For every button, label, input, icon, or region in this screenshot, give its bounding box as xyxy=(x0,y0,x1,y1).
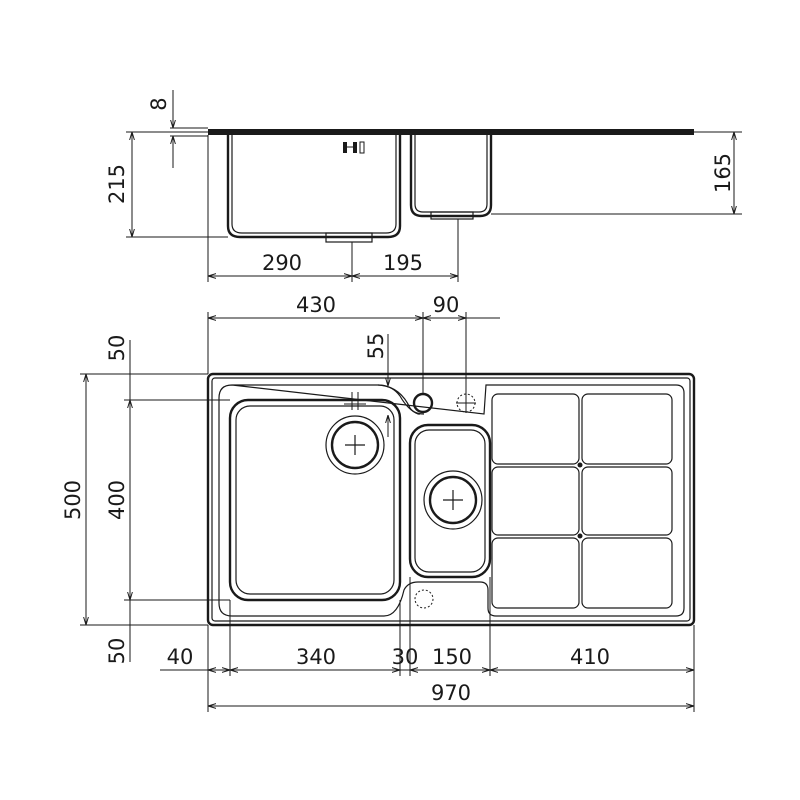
dim-tap-hole-offset: 430 xyxy=(296,293,336,317)
side-rim xyxy=(208,129,694,135)
dim-left-margin: 40 xyxy=(167,645,194,669)
optional-tap-hole-icon xyxy=(456,393,476,413)
dim-overall-width: 970 xyxy=(431,681,471,705)
dim-back-margin: 50 xyxy=(105,335,129,362)
dim-bowl-gap: 30 xyxy=(392,645,419,669)
dim-tap-hole-spacing: 90 xyxy=(433,293,460,317)
drainer-area xyxy=(491,393,673,609)
dim-drainer-width: 410 xyxy=(570,645,610,669)
top-view: 430 90 55 500 400 50 50 40 340 xyxy=(61,293,696,712)
small-waste-icon xyxy=(423,470,483,530)
dim-front-margin: 50 xyxy=(105,638,129,665)
side-overflow-icon xyxy=(343,141,365,154)
main-bowl xyxy=(228,398,402,602)
side-main-bowl xyxy=(226,135,402,239)
small-bowl xyxy=(408,423,492,579)
dim-overall-depth: 500 xyxy=(61,480,85,520)
sink-outer-frame xyxy=(206,372,696,627)
dim-overflow-offset: 55 xyxy=(364,333,388,360)
dim-main-bowl-depth: 215 xyxy=(105,164,129,204)
main-waste-icon xyxy=(325,415,385,475)
overflow-marker-icon xyxy=(344,392,366,410)
side-view: 8 215 165 290 195 xyxy=(105,90,742,282)
dim-small-bowl-depth: 165 xyxy=(711,153,735,193)
side-small-bowl xyxy=(409,135,493,218)
dim-side-small-bowl-offset: 195 xyxy=(383,251,423,275)
dim-small-bowl-width: 150 xyxy=(432,645,472,669)
dim-bowl-depth: 400 xyxy=(105,480,129,520)
dim-side-main-bowl-width: 290 xyxy=(262,251,302,275)
dim-main-bowl-width: 340 xyxy=(296,645,336,669)
side-small-waste xyxy=(430,211,474,220)
tap-hole-icon xyxy=(412,392,434,414)
dim-rim-thickness: 8 xyxy=(147,97,171,110)
optional-accessory-hole-icon xyxy=(414,589,434,609)
